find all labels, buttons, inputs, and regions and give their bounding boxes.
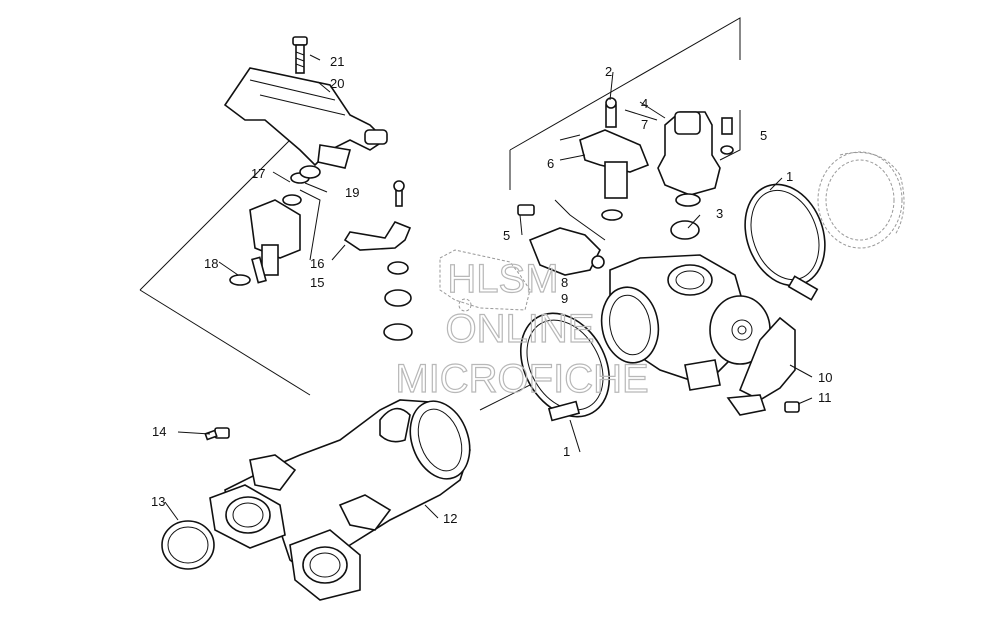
callout-8: 8 <box>561 275 568 290</box>
watermark-line2: ONLINE <box>446 307 595 351</box>
callout-6: 6 <box>547 156 554 171</box>
watermark-line3: MICROFICHE <box>395 357 648 401</box>
ghost-air-boot <box>817 151 905 249</box>
ghost-gasket <box>439 249 531 312</box>
callout-2: 2 <box>605 64 612 79</box>
callout-10: 10 <box>818 370 832 385</box>
callout-9: 9 <box>561 291 568 306</box>
callout-5-left: 5 <box>503 228 510 243</box>
callout-1-upper: 1 <box>786 169 793 184</box>
tps-sensor <box>579 97 650 221</box>
screw-right <box>721 117 733 135</box>
callout-14: 14 <box>152 424 166 439</box>
idle-air-control <box>657 111 721 240</box>
throttle-body <box>600 254 771 391</box>
mounting-bracket <box>343 180 413 341</box>
callout-1-lower: 1 <box>563 444 570 459</box>
hose-clamp-upper <box>744 183 826 301</box>
callout-20: 20 <box>330 76 344 91</box>
manifold-screw <box>204 427 230 441</box>
callout-13: 13 <box>151 494 165 509</box>
callout-3: 3 <box>716 206 723 221</box>
intake-o-ring <box>161 520 215 570</box>
callouts: 21 20 17 19 18 16 15 2 4 7 5 6 1 3 5 8 9… <box>151 54 832 526</box>
callout-7: 7 <box>641 117 648 132</box>
callout-18: 18 <box>204 256 218 271</box>
fuel-injector <box>229 165 321 286</box>
callout-leaders <box>164 54 813 521</box>
rail-screw <box>292 36 308 74</box>
hose-clamp-lower <box>519 312 611 422</box>
callout-21: 21 <box>330 54 344 69</box>
callout-11: 11 <box>818 390 832 405</box>
callout-15: 15 <box>310 275 324 290</box>
callout-4: 4 <box>641 96 648 111</box>
callout-16: 16 <box>310 256 324 271</box>
watermark: HLSM ONLINE MICROFICHE <box>395 256 650 401</box>
map-sensor <box>517 204 605 276</box>
fuel-rail <box>223 67 388 169</box>
watermark-line1: HLSM <box>447 257 558 301</box>
callout-19: 19 <box>345 185 359 200</box>
callout-5-right: 5 <box>760 128 767 143</box>
callout-17: 17 <box>251 166 265 181</box>
intake-manifold <box>209 399 471 601</box>
throttle-cover <box>726 316 800 416</box>
callout-12: 12 <box>443 511 457 526</box>
